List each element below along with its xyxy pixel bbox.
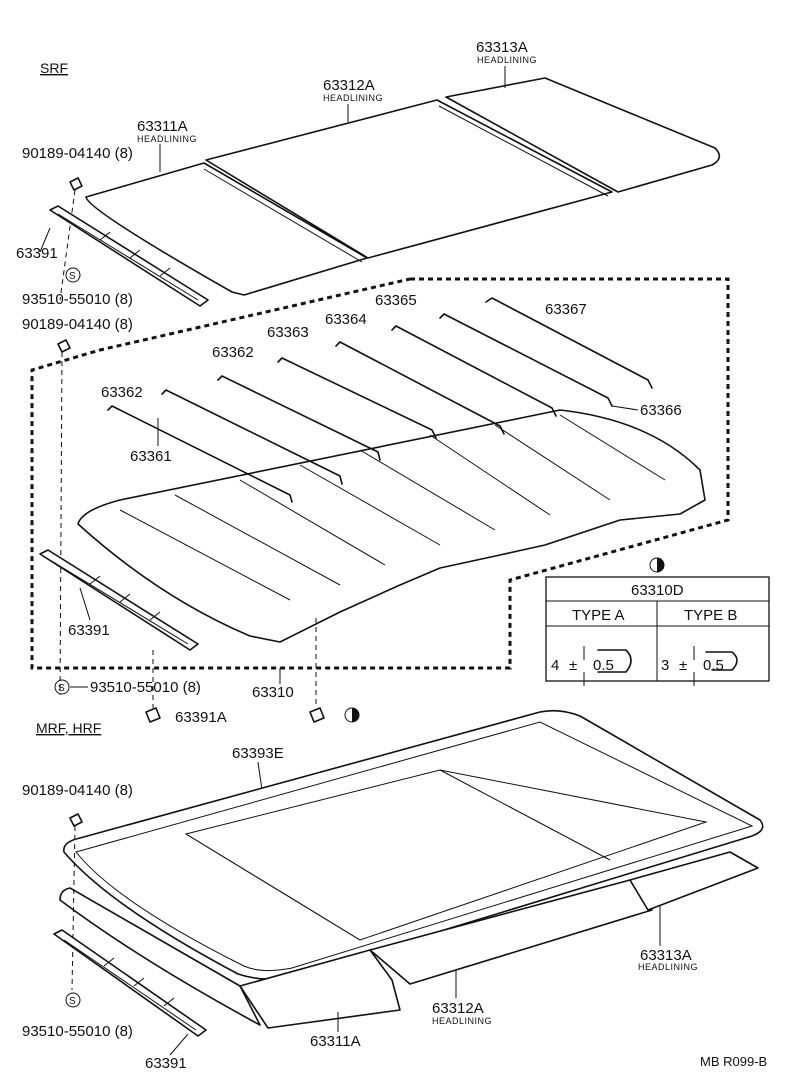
label-63364: 63364 [325,311,367,328]
label-63313A-top: 63313A [476,39,528,56]
section-label-srf: SRF [40,60,68,76]
label-63362-b: 63362 [212,344,254,361]
label-90189-3: 90189-04140 (8) [22,782,133,799]
label-93510-1: 93510-55010 (8) [22,291,133,308]
label-63393E: 63393E [232,745,284,762]
label-93510-2: 93510-55010 (8) [90,679,201,696]
spec-type-a-value: 4 [551,657,559,674]
spec-col-type-a: TYPE A [572,607,625,624]
spec-type-a-pm: ± [569,657,577,674]
support-bows [107,297,653,503]
label-63312A-bot: 63312A [432,1000,484,1017]
label-63312A-top: 63312A [323,77,375,94]
clip-icon [69,177,83,191]
mrf-headlining-panels [59,851,759,1029]
label-63361: 63361 [130,448,172,465]
roof-panel-63310 [77,409,706,643]
svg-text:S: S [58,683,65,694]
label-63391A: 63391A [175,709,227,726]
label-63366: 63366 [640,402,682,419]
spec-type-b-pm: ± [679,657,687,674]
clip-icon-3 [69,813,83,827]
assembly-boundary [30,277,730,670]
svg-text:S: S [69,271,76,282]
label-headlining-1: HEADLINING [477,55,537,65]
section-label-mrf-hrf: MRF, HRF [36,720,101,736]
spec-type-b-value: 3 [661,657,669,674]
svg-text:S: S [69,996,76,1007]
screw-icon-3: S [65,992,81,1008]
label-headlining-5: HEADLINING [432,1016,492,1026]
clip-icon-63310D [309,707,360,723]
reference-code: MB R099-B [700,1054,767,1069]
label-63365: 63365 [375,292,417,309]
label-63391-1: 63391 [16,245,58,262]
clip-icon-63391A [145,707,161,723]
mrf-roof-frame-63393E [63,709,764,980]
label-63362-a: 63362 [101,384,143,401]
label-63391-3: 63391 [145,1055,187,1072]
label-63391-2: 63391 [68,622,110,639]
label-headlining-3: HEADLINING [137,134,197,144]
spec-table-title: 63310D [631,582,684,599]
spec-type-b-tol: 0.5 [703,657,724,674]
label-63363: 63363 [267,324,309,341]
spec-type-a-tol: 0.5 [593,657,614,674]
label-63310: 63310 [252,684,294,701]
screw-icon-1: S [65,267,81,283]
spec-table-63310D: 63310D TYPE A TYPE B 4 ± 0.5 3 ± 0.5 [545,557,770,686]
screw-icon-2: S [54,679,70,695]
spec-col-type-b: TYPE B [684,607,737,624]
label-63311A-top: 63311A [137,118,188,135]
clip-icon-2 [57,339,71,353]
mrf-front-rail-63391 [53,929,207,1037]
mid-front-rail-63391 [39,549,199,651]
label-63367: 63367 [545,301,587,318]
label-63313A-bot: 63313A [640,947,692,964]
srf-front-rail-63391 [49,205,209,307]
label-90189-1: 90189-04140 (8) [22,145,133,162]
label-90189-2: 90189-04140 (8) [22,316,133,333]
label-headlining-4: HEADLINING [638,962,698,972]
label-63311A-bot: 63311A [310,1033,361,1050]
label-headlining-2: HEADLINING [323,93,383,103]
label-93510-3: 93510-55010 (8) [22,1023,133,1040]
srf-headlining-panels [85,77,721,296]
